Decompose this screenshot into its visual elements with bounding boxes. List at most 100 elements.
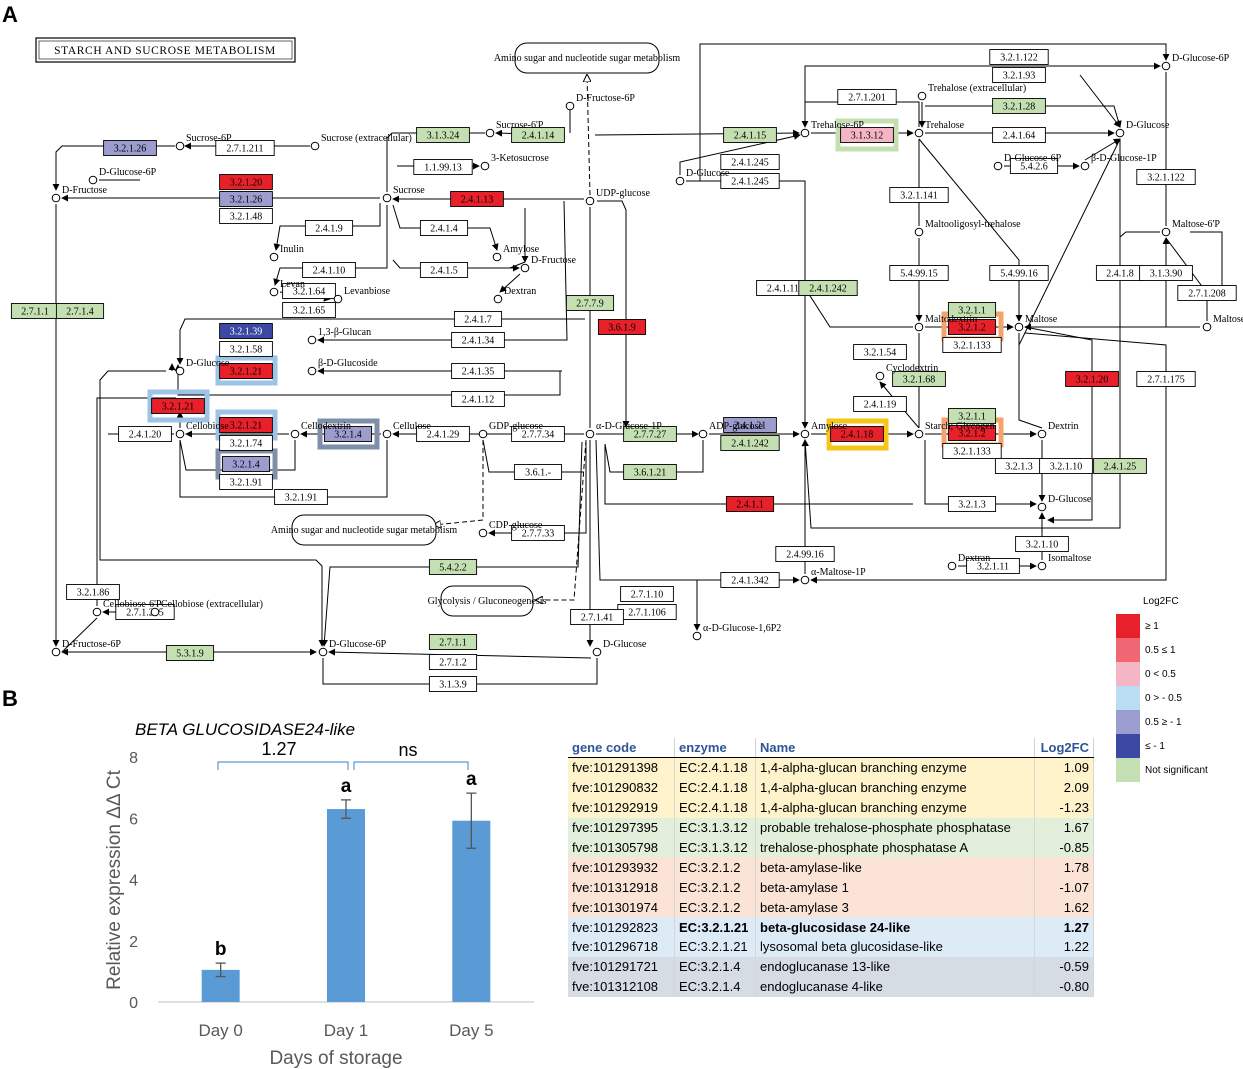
enzyme-box[interactable]: 2.4.1.342 [720,572,780,588]
compound-node[interactable]: D-Glucose-6P [88,167,157,185]
enzyme-box[interactable]: 1.1.99.13 [413,159,473,175]
compound-node[interactable]: D-Glucose [592,639,647,657]
compound-node[interactable]: Amylose [800,421,848,439]
compound-node[interactable]: D-Glucose-6P [318,639,387,657]
compound-node[interactable]: Cellodextrin [290,421,351,439]
enzyme-box[interactable]: 3.2.1.4 [323,426,373,442]
compound-node[interactable]: D-Fructose [51,185,108,203]
enzyme-box[interactable]: 2.4.1.15 [723,127,777,143]
compound-node[interactable]: Cellobiose-6'P [92,599,162,617]
compound-node[interactable]: CDP-glucose [478,520,543,538]
compound-node[interactable]: ADP-glucose [698,421,763,439]
compound-node[interactable]: α-D-Glucose-1,6P2 [692,623,781,641]
enzyme-box[interactable]: 3.2.1.133 [942,337,1002,353]
enzyme-box[interactable]: 3.2.1.91 [274,489,328,505]
enzyme-box[interactable]: 3.2.1.2 [947,425,997,441]
enzyme-box[interactable]: 2.4.1.21 [723,417,777,433]
enzyme-box[interactable]: 2.7.1.208 [1177,285,1237,301]
compound-node[interactable]: Isomaltose [1037,553,1092,571]
enzyme-box[interactable]: 3.2.1.86 [66,584,120,600]
enzyme-box[interactable]: 3.2.1.10 [1039,458,1093,474]
compound-node[interactable]: Amylose [492,244,540,262]
enzyme-box[interactable]: 3.2.1.26 [103,140,157,156]
compound-node[interactable]: Trehalose-6P [800,120,864,138]
enzyme-box[interactable]: 3.1.3.9 [428,676,478,692]
compound-node[interactable]: Maltose-6'P [1161,219,1220,237]
enzyme-box[interactable]: 3.1.3.90 [1139,265,1193,281]
enzyme-box[interactable]: 3.2.1.3 [947,496,997,512]
enzyme-box[interactable]: 3.2.1.21 [219,417,273,433]
enzyme-box[interactable]: 5.4.99.15 [889,265,949,281]
compound-node[interactable]: D-Glucose [1115,120,1170,138]
compound-node[interactable]: D-Fructose [520,255,577,273]
enzyme-box[interactable]: 2.7.1.205 [115,604,175,620]
enzyme-box[interactable]: 3.2.1.4 [221,456,271,472]
enzyme-box[interactable]: 2.7.7.34 [511,426,565,442]
enzyme-box[interactable]: 2.4.99.16 [775,546,835,562]
enzyme-box[interactable]: 2.7.1.175 [1136,371,1196,387]
enzyme-box[interactable]: 2.4.1.8 [1095,265,1145,281]
compound-node[interactable]: D-Glucose-6P [1161,53,1230,71]
enzyme-box[interactable]: 2.4.1.242 [798,280,858,296]
enzyme-box[interactable]: 5.4.99.16 [989,265,1049,281]
compound-node[interactable]: Sucrose-6'P [485,120,544,138]
enzyme-box[interactable]: 2.4.1.5 [419,262,469,278]
compound-node[interactable]: β-D-Glucose-1P [1080,153,1157,171]
enzyme-box[interactable]: 3.2.1.20 [1065,371,1119,387]
enzyme-box[interactable]: 3.2.1.74 [219,435,273,451]
enzyme-box[interactable]: 2.4.1.34 [451,332,505,348]
enzyme-box[interactable]: 3.6.1.- [513,464,563,480]
compound-node[interactable]: Sucrose (extracellular) [310,133,412,151]
enzyme-box[interactable]: 2.7.1.201 [837,89,897,105]
compound-node[interactable]: D-Fructose-6P [51,639,121,657]
compound-node[interactable]: Dextran [947,553,990,571]
enzyme-box[interactable]: 2.4.1.14 [511,127,565,143]
enzyme-box[interactable]: 3.2.1.26 [219,191,273,207]
enzyme-box[interactable]: 2.7.1.1 [428,634,478,650]
enzyme-box[interactable]: 3.2.1.28 [992,98,1046,114]
compound-node[interactable]: Inulin [269,244,304,262]
enzyme-box[interactable]: 2.4.1.7 [453,311,503,327]
compound-node[interactable]: Sucrose-6P [175,133,232,151]
enzyme-box[interactable]: 3.1.3.12 [840,127,894,143]
enzyme-box[interactable]: 2.7.7.9 [565,295,615,311]
compound-node[interactable]: D-Glucose [1037,494,1092,512]
enzyme-box[interactable]: 2.4.1.20 [118,426,172,442]
compound-node[interactable]: Starch; Glycogen [914,421,995,439]
linked-map-box[interactable]: Glycolysis / Gluconeogenesis [428,585,547,617]
enzyme-box[interactable]: 2.7.1.106 [617,604,677,620]
enzyme-box[interactable]: 3.2.1.39 [219,323,273,339]
enzyme-box[interactable]: 3.2.1.133 [942,443,1002,459]
compound-node[interactable]: D-Fructose-6P [565,93,635,111]
enzyme-box[interactable]: 3.2.1.64 [282,283,336,299]
compound-node[interactable]: α-Maltose-1P [800,567,866,585]
compound-node[interactable]: Trehalose [914,120,965,138]
compound-node[interactable]: Cellobiose [175,421,229,439]
compound-node[interactable]: Maltose [1014,314,1058,332]
enzyme-box[interactable]: 2.4.1.245 [720,173,780,189]
compound-node[interactable]: Sucrose [382,185,425,203]
enzyme-box[interactable]: 2.4.1.10 [302,262,356,278]
compound-node[interactable]: Cellobiose (extracellular) [150,599,263,617]
compound-node[interactable]: D-Glucose [175,358,230,376]
enzyme-box[interactable]: 2.4.1.242 [720,435,780,451]
compound-node[interactable]: Levanbiose [333,286,391,304]
enzyme-box[interactable]: 5.4.2.2 [428,559,478,575]
enzyme-box[interactable]: 3.2.1.10 [1015,536,1069,552]
compound-node[interactable]: α-D-Glucose-1P [585,421,662,439]
compound-node[interactable]: 1,3-β-Glucan [307,327,371,345]
enzyme-box[interactable]: 5.4.2.6 [1009,158,1059,174]
enzyme-box[interactable]: 2.7.1.1 [10,303,60,319]
linked-map-box[interactable]: Amino sugar and nucleotide sugar metabol… [271,514,458,546]
enzyme-box[interactable]: 2.4.1.245 [720,154,780,170]
compound-node[interactable]: Maltose (extracellular) [1202,314,1243,332]
enzyme-box[interactable]: 2.7.1.211 [215,140,275,156]
enzyme-box[interactable]: 3.2.1.1 [947,408,997,424]
enzyme-box[interactable]: 3.2.1.68 [892,371,946,387]
compound-node[interactable]: β-D-Glucoside [307,358,378,376]
enzyme-box[interactable]: 2.4.1.1 [725,496,775,512]
enzyme-box[interactable]: 3.2.1.54 [853,344,907,360]
enzyme-box[interactable]: 2.4.1.12 [451,391,505,407]
compound-node[interactable]: Dextrin [1037,421,1079,439]
enzyme-box[interactable]: 2.4.1.25 [1093,458,1147,474]
